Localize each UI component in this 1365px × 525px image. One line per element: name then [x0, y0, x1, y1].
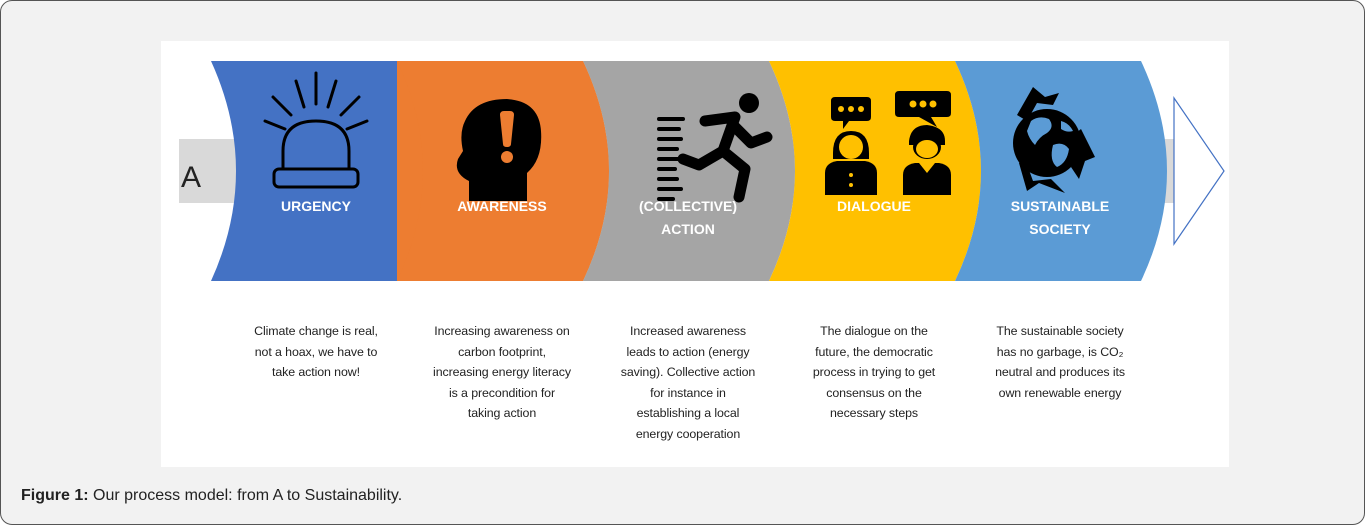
- process-diagram: A: [161, 41, 1229, 467]
- alarm-light-icon: [263, 71, 369, 189]
- stage-title-action-line2: ACTION: [661, 221, 715, 237]
- stage-description-awareness: Increasing awareness on carbon footprint…: [433, 324, 571, 420]
- stage-title-sustainable-line2: SOCIETY: [1029, 221, 1091, 237]
- globe-recycle-icon: [1013, 87, 1095, 193]
- two-people-speech-icon: [825, 91, 951, 195]
- running-person-icon: [657, 93, 773, 203]
- stage-action-shape: [583, 61, 795, 281]
- process-diagram-svg: A: [179, 61, 1225, 281]
- stage-description-sustainable: The sustainable society has no garbage, …: [995, 324, 1125, 400]
- caption-label: Figure 1:: [21, 487, 89, 504]
- stage-description-action: Increased awareness leads to action (ene…: [620, 324, 756, 441]
- start-label: A: [181, 161, 201, 194]
- stage-title-sustainable-line1: SUSTAINABLE: [1011, 198, 1110, 214]
- end-arrow: [1173, 96, 1225, 246]
- caption-text: Our process model: from A to Sustainabil…: [88, 487, 403, 504]
- head-exclamation-icon: [456, 99, 542, 201]
- stage-description-urgency: Climate change is real, not a hoax, we h…: [254, 324, 378, 379]
- stage-title-awareness: AWARENESS: [457, 198, 546, 214]
- stage-title-dialogue: DIALOGUE: [837, 198, 911, 214]
- figure-caption: Figure 1: Our process model: from A to S…: [21, 487, 402, 505]
- stage-title-urgency: URGENCY: [281, 198, 352, 214]
- stage-urgency-shape: [211, 61, 423, 281]
- stage-title-action-line1: (COLLECTIVE): [639, 198, 737, 214]
- stage-description-dialogue: The dialogue on the future, the democrat…: [812, 324, 936, 420]
